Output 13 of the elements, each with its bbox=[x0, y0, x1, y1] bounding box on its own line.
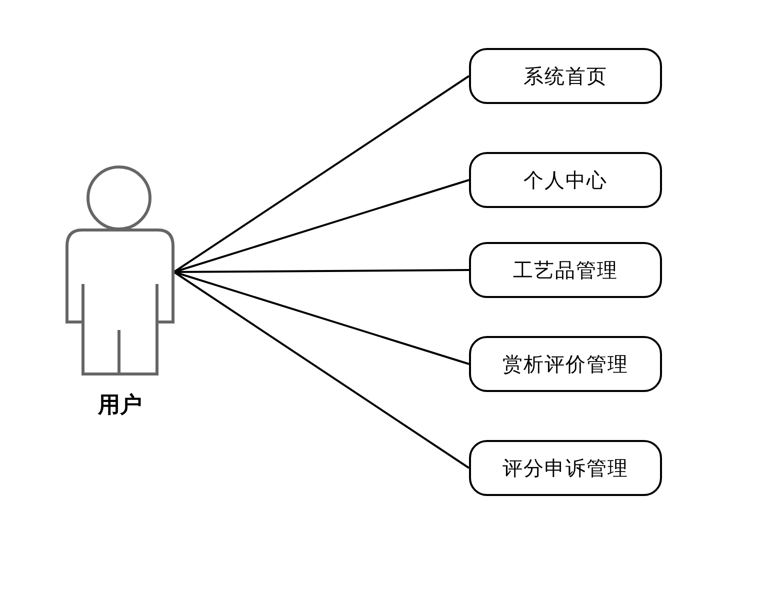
use-case-label: 个人中心 bbox=[524, 166, 608, 194]
actor-label: 用户 bbox=[96, 392, 143, 420]
use-case-box bbox=[469, 242, 662, 298]
use-case-label: 工艺品管理 bbox=[513, 256, 618, 284]
association-line bbox=[173, 271, 470, 469]
use-case-box bbox=[469, 336, 662, 392]
use-case-box bbox=[469, 440, 662, 496]
use-case-box bbox=[469, 48, 662, 104]
use-case-label: 赏析评价管理 bbox=[502, 350, 628, 378]
association-line bbox=[173, 75, 470, 273]
use-case-box bbox=[469, 152, 662, 208]
use-case-label: 系统首页 bbox=[524, 62, 608, 90]
use-case-label: 评分申诉管理 bbox=[502, 454, 628, 482]
